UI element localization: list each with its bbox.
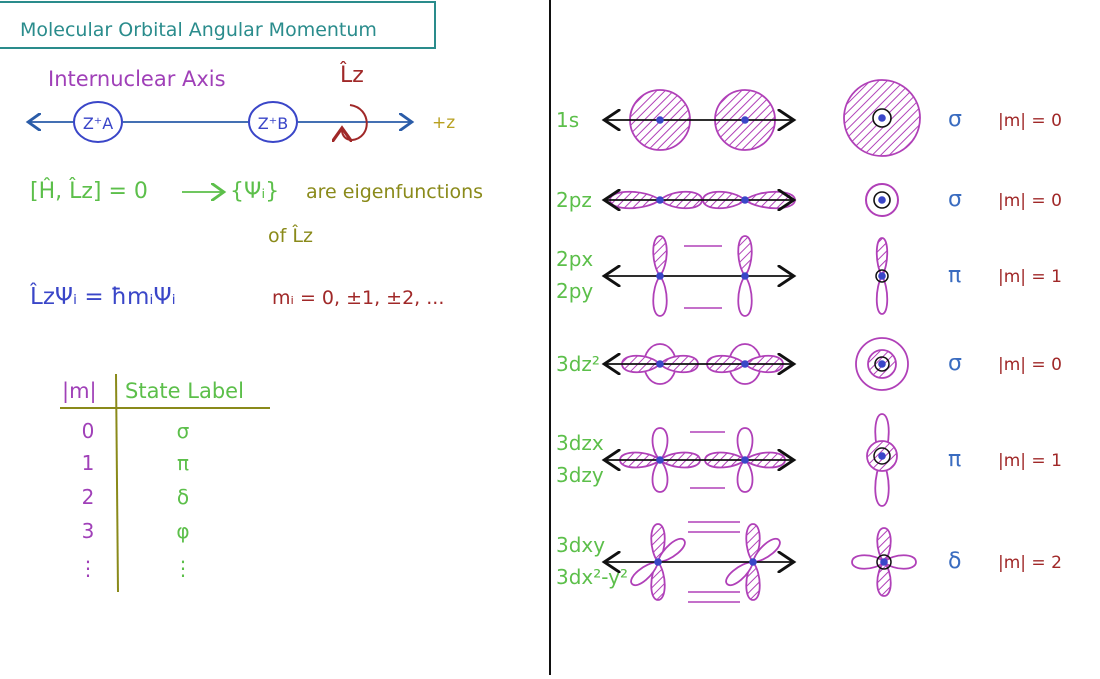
orbital-label: 2px (556, 247, 593, 271)
magnetic-quantum-label: |m| = 1 (998, 451, 1062, 471)
eigen-set: {Ψᵢ} (230, 179, 279, 204)
state-symbol: π (948, 263, 961, 288)
nucleus-dot (654, 558, 662, 566)
table-header-label: State Label (125, 379, 244, 403)
nucleus-dot (749, 558, 757, 566)
nucleus-dot (741, 456, 749, 464)
state-symbol: σ (948, 187, 962, 212)
commutator-equation: [Ĥ, L̂z] = 0 (30, 178, 148, 204)
orbital-row: 3dzx 3dzy π |m| = 1 (556, 413, 1062, 507)
eigen-text-line1: are eigenfunctions (306, 181, 483, 203)
nucleus-b-circle (248, 101, 298, 143)
table-cell-label: σ (177, 419, 190, 443)
table-cell-label: π (177, 451, 189, 475)
orbital-label: 2pz (556, 188, 592, 212)
orbital-row: 2pz σ |m| = 0 (556, 183, 1062, 217)
nucleus-dot (656, 360, 664, 368)
nucleus-a-circle (73, 101, 123, 143)
nucleus-dot (656, 456, 664, 464)
table-cell-m: ⋮ (78, 556, 98, 580)
nucleus-dot (656, 116, 664, 124)
state-symbol: π (948, 447, 961, 472)
magnetic-quantum-label: |m| = 0 (998, 191, 1062, 211)
orbital-diagrams: 1s σ |m| = 0 2pz σ |m| = 0 2px 2py π |m| = 1 3dz² σ… (556, 79, 1062, 603)
axis-label: Internuclear Axis (48, 67, 226, 91)
table-cell-m: 0 (82, 419, 95, 443)
nucleus-dot (741, 360, 749, 368)
table-cell-m: 3 (82, 519, 95, 543)
state-symbol: σ (948, 351, 962, 376)
orbital-label: 1s (556, 108, 579, 132)
orbital-lobe (652, 235, 668, 278)
orbital-lobe (651, 458, 669, 493)
orbital-lobe (875, 237, 889, 278)
orbital-lobe (651, 427, 669, 462)
orbital-label: 3dz² (556, 352, 600, 376)
nucleus-dot (878, 452, 886, 460)
title-box: Molecular Orbital Angular Momentum (0, 1, 436, 49)
table-header-m: |m| (62, 379, 97, 404)
orbital-row: 3dz² σ |m| = 0 (556, 337, 1062, 391)
magnetic-quantum-label: |m| = 1 (998, 267, 1062, 287)
orbital-label: 3dxy (556, 533, 605, 557)
rotation-arrow-icon (342, 104, 368, 140)
nucleus-dot (741, 116, 749, 124)
orbital-lobe (736, 427, 754, 462)
orbital-lobe (737, 235, 753, 278)
page-title: Molecular Orbital Angular Momentum (20, 19, 377, 41)
table-cell-label: ⋮ (173, 556, 193, 580)
nucleus-dot (656, 196, 664, 204)
nucleus-dot (878, 196, 886, 204)
state-label-table: |m| State Label 0 σ 1 π 2 δ 3 φ ⋮ ⋮ (60, 373, 270, 593)
nucleus-a-label: Z⁺A (83, 114, 113, 133)
orbital-label: 3dzy (556, 463, 604, 487)
nucleus-dot (878, 114, 886, 122)
eigen-equation: L̂zΨᵢ = ħmᵢΨᵢ (29, 283, 176, 310)
orbital-lobe (736, 458, 754, 493)
m-values: mᵢ = 0, ±1, ±2, ... (272, 287, 444, 309)
table-cell-m: 1 (82, 451, 95, 475)
nucleus-dot (878, 272, 886, 280)
table-cell-label: φ (176, 519, 189, 543)
z-axis-label: +z (432, 113, 455, 133)
table-cell-m: 2 (82, 485, 95, 509)
orbital-label: 3dzx (556, 431, 604, 455)
orbital-row: 1s σ |m| = 0 (556, 79, 1062, 157)
magnetic-quantum-label: |m| = 0 (998, 355, 1062, 375)
magnetic-quantum-label: |m| = 2 (998, 553, 1062, 573)
orbital-label: 2py (556, 279, 593, 303)
orbital-lobe (851, 554, 886, 570)
table-cell-label: δ (177, 485, 189, 509)
nucleus-dot (656, 272, 664, 280)
state-symbol: δ (948, 549, 961, 574)
orbital-row: 2px 2py π |m| = 1 (556, 235, 1062, 317)
orbital-lobe (875, 274, 889, 315)
orbital-row: 3dxy 3dx²-y² δ |m| = 2 (556, 521, 1062, 603)
orbital-lobe (876, 527, 892, 564)
end-on-view (876, 554, 892, 570)
lz-operator-label: L̂z (340, 62, 364, 88)
nucleus-dot (880, 558, 888, 566)
orbital-label: 3dx²-y² (556, 565, 628, 589)
nucleus-dot (741, 272, 749, 280)
eigen-text-line2: of L̂z (268, 225, 313, 247)
orbital-lobe (652, 274, 668, 317)
magnetic-quantum-label: |m| = 0 (998, 111, 1062, 131)
nucleus-b-label: Z⁺B (258, 114, 288, 133)
nucleus-dot (741, 196, 749, 204)
internuclear-axis: Z⁺A Z⁺B +z (30, 101, 455, 143)
orbital-lobe (737, 274, 753, 317)
state-symbol: σ (948, 107, 962, 132)
orbital-lobe (876, 560, 892, 597)
nucleus-dot (878, 360, 886, 368)
orbital-lobe (882, 554, 917, 570)
